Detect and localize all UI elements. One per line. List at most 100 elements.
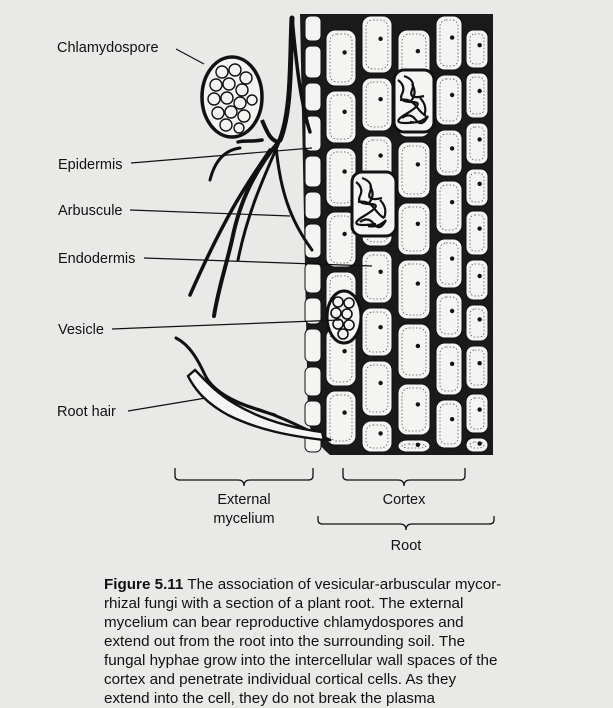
caption-text-1: The association of vesicular-arbuscular … <box>187 576 502 593</box>
root-cell <box>304 297 322 325</box>
cell-membrane <box>401 145 427 195</box>
root-cell <box>361 77 393 132</box>
cell-membrane <box>329 94 353 140</box>
label-cortex: Cortex <box>383 492 426 508</box>
cell-nucleus <box>378 325 383 330</box>
root-cell <box>304 400 322 427</box>
root-cell <box>304 45 322 79</box>
cell-nucleus <box>378 431 383 436</box>
root-cells <box>304 15 489 453</box>
cell-membrane <box>329 151 353 204</box>
label-vesicle: Vesicle <box>58 322 104 338</box>
caption-line-2: rhizal fungi with a section of a plant r… <box>104 595 464 612</box>
cell-nucleus <box>477 441 482 446</box>
cell-nucleus <box>477 273 482 279</box>
root-cell <box>465 210 489 256</box>
label-endodermis: Endodermis <box>58 251 135 267</box>
cell-membrane <box>469 441 485 449</box>
root-cell <box>465 168 489 207</box>
cell-membrane <box>469 172 485 203</box>
cell-nucleus <box>378 269 383 274</box>
cell-nucleus <box>477 43 482 48</box>
root-cell <box>435 238 463 289</box>
label-external-mycelium-line1: External <box>217 492 270 508</box>
cell-membrane <box>365 364 389 413</box>
cell-nucleus <box>342 231 347 237</box>
cell-nucleus <box>477 317 482 322</box>
cell-nucleus <box>477 361 482 366</box>
root-cell <box>397 439 431 453</box>
root-cell <box>465 259 489 301</box>
cell-nucleus <box>477 226 482 231</box>
root-cell <box>435 292 463 339</box>
root-cell <box>435 15 463 71</box>
cell-membrane <box>365 311 389 353</box>
cell-nucleus <box>415 281 421 286</box>
root-cell <box>304 191 322 220</box>
cell-membrane <box>469 76 485 115</box>
caption-line-5: fungal hyphae grow into the intercellula… <box>104 652 498 669</box>
caption-line-3: mycelium can bear reproductive chlamydos… <box>104 614 464 631</box>
cell-membrane <box>365 19 389 70</box>
cell-membrane <box>439 346 459 392</box>
cell-nucleus <box>477 407 482 412</box>
cell-nucleus <box>449 308 455 314</box>
cell-nucleus <box>449 35 455 40</box>
root-cell <box>325 390 357 446</box>
cell-nucleus <box>477 137 482 142</box>
label-epidermis: Epidermis <box>58 157 122 173</box>
cell-nucleus <box>378 380 383 386</box>
root-cell <box>304 262 322 294</box>
braces <box>174 468 495 531</box>
root-cell <box>361 360 393 417</box>
root-cell <box>397 383 431 436</box>
cell-membrane <box>401 327 427 376</box>
cell-membrane <box>469 308 485 338</box>
cell-nucleus <box>449 146 455 151</box>
label-root-hair: Root hair <box>57 404 116 420</box>
root-cell <box>465 29 489 69</box>
cell-nucleus <box>477 181 482 186</box>
cell-membrane <box>439 133 459 173</box>
root-cell <box>325 211 357 268</box>
root-cell <box>304 155 322 188</box>
cell-membrane <box>329 275 353 320</box>
cell-membrane <box>365 424 389 449</box>
label-chlamydospore: Chlamydospore <box>57 40 159 56</box>
root-cell <box>361 420 393 453</box>
cell-nucleus <box>449 256 455 261</box>
cell-nucleus <box>477 88 482 94</box>
cell-nucleus <box>342 349 347 354</box>
cell-membrane <box>401 387 427 432</box>
root-cell <box>397 323 431 380</box>
cell-membrane <box>401 263 427 316</box>
cell-nucleus <box>342 109 347 115</box>
root-cell <box>435 342 463 396</box>
cell-membrane <box>401 206 427 252</box>
cell-nucleus <box>415 442 421 447</box>
chlamydospore-structure <box>200 55 281 144</box>
cell-nucleus <box>378 153 383 158</box>
cell-membrane <box>439 296 459 335</box>
cell-nucleus <box>415 343 421 349</box>
root-cell <box>397 141 431 199</box>
root-cell <box>465 437 489 453</box>
root-hair <box>186 368 326 442</box>
root-cell <box>435 180 463 235</box>
root-cell <box>325 29 357 87</box>
cell-membrane <box>439 242 459 285</box>
cell-nucleus <box>342 410 347 415</box>
cell-membrane <box>329 394 353 442</box>
root-cell <box>465 304 489 342</box>
root-cell <box>325 90 357 144</box>
cell-membrane <box>469 349 485 386</box>
cell-nucleus <box>415 221 421 226</box>
root-cell <box>397 259 431 320</box>
root-cell <box>465 72 489 119</box>
caption-line-4: extend out from the root into the surrou… <box>104 633 466 650</box>
label-root: Root <box>391 538 422 554</box>
cell-nucleus <box>378 36 383 41</box>
root-cell <box>304 82 322 112</box>
cell-membrane <box>469 397 485 430</box>
cell-nucleus <box>415 402 421 407</box>
